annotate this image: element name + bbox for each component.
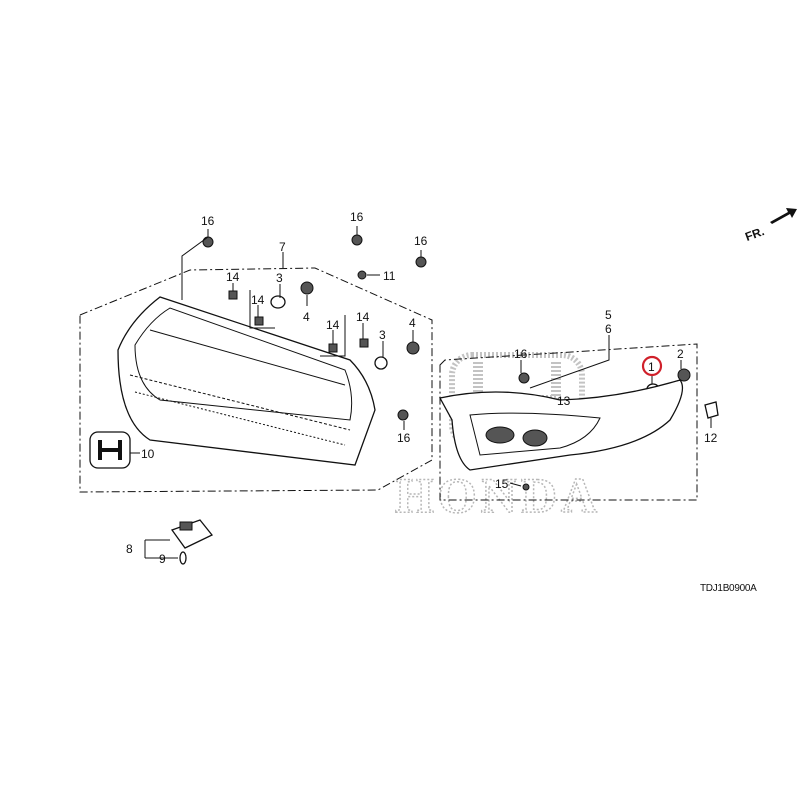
highlight-ring: [641, 355, 663, 377]
callout-8[interactable]: 8: [126, 542, 133, 556]
front-direction-indicator: FR.: [743, 208, 797, 244]
callout-4[interactable]: 4: [303, 310, 310, 324]
callout-16[interactable]: 16: [350, 210, 364, 224]
callout-14[interactable]: 14: [226, 270, 240, 284]
callout-9[interactable]: 9: [159, 552, 166, 566]
callout-13[interactable]: 13: [557, 394, 571, 408]
grille-part-7: [117, 296, 376, 466]
callout-3[interactable]: 3: [379, 328, 386, 342]
callout-2[interactable]: 2: [677, 347, 684, 361]
diagram-code: TDJ1B0900A: [700, 583, 757, 594]
callout-6[interactable]: 6: [605, 322, 612, 336]
callout-10[interactable]: 10: [141, 447, 155, 461]
callout-4[interactable]: 4: [409, 316, 416, 330]
callout-1[interactable]: 1: [648, 360, 655, 374]
bracket-part-8: [144, 519, 214, 565]
callout-16[interactable]: 16: [201, 214, 215, 228]
grille-assembly-boundary: [79, 267, 433, 493]
emblem-part-10: [89, 431, 140, 469]
callout-3[interactable]: 3: [276, 271, 283, 285]
callout-14[interactable]: 14: [251, 293, 265, 307]
callout-15[interactable]: 15: [495, 477, 509, 491]
callout-7[interactable]: 7: [279, 240, 286, 254]
svg-text:FR.: FR.: [743, 224, 766, 244]
callout-5[interactable]: 5: [605, 308, 612, 322]
headlight-assembly-boundary: [439, 343, 698, 501]
svg-text:HONDA: HONDA: [395, 467, 601, 523]
honda-watermark: HONDA: [394, 352, 601, 524]
callout-16[interactable]: 16: [397, 431, 411, 445]
headlight-part-5-6: [439, 379, 684, 471]
callout-12[interactable]: 12: [704, 431, 718, 445]
leader-5-6: [529, 335, 610, 389]
callout-labels: 16 7 16 16 11 14 3 14 4 14 14 3 4 16 10 …: [126, 210, 718, 566]
callout-16[interactable]: 16: [514, 347, 528, 361]
callout-14[interactable]: 14: [326, 318, 340, 332]
callout-11[interactable]: 11: [383, 269, 396, 283]
callout-14[interactable]: 14: [356, 310, 370, 324]
callout-16[interactable]: 16: [414, 234, 428, 248]
